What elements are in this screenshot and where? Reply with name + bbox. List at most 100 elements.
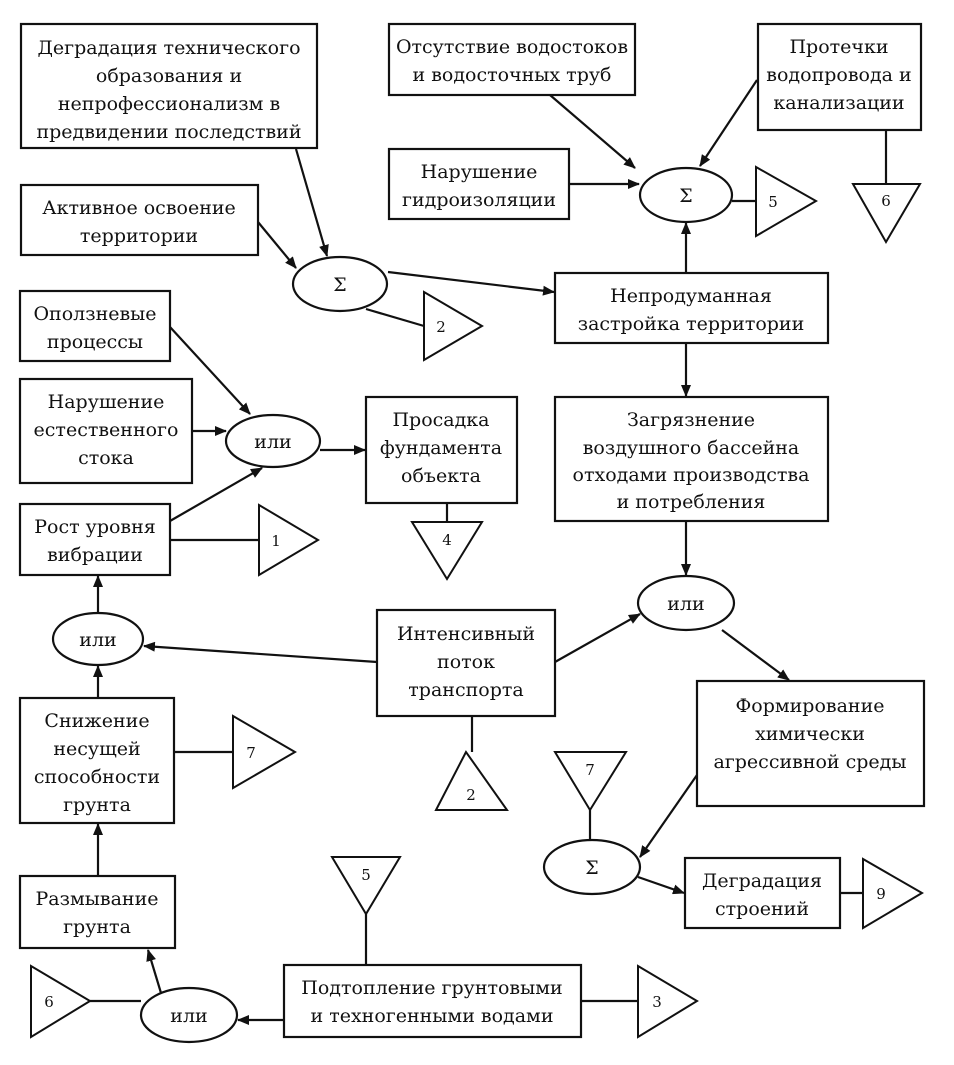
connector-9: 9 [862,857,924,930]
edge [699,79,758,167]
box-text: объекта [401,465,481,487]
gate-sum-top-right: Σ [638,166,734,224]
box-text: Деградация [702,870,822,892]
connector-label: 7 [585,761,595,779]
sum-gate-label: Σ [679,185,692,207]
box-landslide: Оползневые процессы [18,289,172,363]
box-text: Рост уровня [34,516,156,538]
box-text: предвидении последствий [36,121,301,143]
box-text: процессы [47,331,143,353]
box-traffic: Интенсивный поток транспорта [375,608,557,718]
edge [554,613,641,663]
box-bearing-capacity: Снижение несущей способности грунта [18,696,176,825]
box-text: агрессивной среды [713,751,906,773]
edge [365,307,425,328]
box-text: несущей [53,738,140,760]
box-text: вибрации [47,544,143,566]
box-text: грунта [63,794,131,816]
edge [294,148,329,257]
box-text: Просадка [392,409,489,431]
box-text: Оползневые [33,303,156,325]
box-text: химически [755,723,865,745]
or-gate-label: или [254,431,291,453]
gate-sum-top-left: Σ [291,255,389,313]
box-soil-erosion: Размывание грунта [18,874,177,950]
box-text: естественного [34,419,179,441]
connector-label: 2 [466,786,476,804]
connector-label: 1 [271,532,281,550]
edge [143,641,378,664]
edge [637,875,685,895]
box-text: Нарушение [48,391,165,413]
connector-5-top: 5 [755,165,819,238]
connector-label: 6 [881,192,891,210]
box-text: непрофессионализм в [58,93,280,115]
edge [257,221,297,269]
box-text: канализации [773,92,904,114]
gate-or-bottom: или [139,986,239,1044]
connector-1: 1 [258,503,320,577]
edge [169,467,263,522]
connector-label: 7 [246,744,256,762]
connector-4: 4 [410,521,484,581]
box-text: гидроизоляции [402,189,556,211]
box-waterproofing: Нарушение гидроизоляции [387,147,571,221]
connector-label: 4 [442,531,452,549]
box-text: и потребления [617,491,766,513]
box-no-drains: Отсутствие водостоков и водосточных труб [387,22,637,97]
box-text: образования и [96,65,242,87]
box-text: Нарушение [421,161,538,183]
box-poor-development: Непродуманная застройка территории [553,271,830,345]
box-text: строений [715,898,809,920]
gate-sum-bottom: Σ [542,838,642,896]
box-building-degradation: Деградация строений [683,856,842,930]
edge [169,326,251,415]
box-text: застройка территории [578,313,805,335]
box-text: Активное освоение [42,197,236,219]
connector-6-top: 6 [851,183,922,244]
box-text: Загрязнение [627,409,755,431]
box-text: водопровода и [766,64,911,86]
box-text: Снижение [44,710,149,732]
box-air-pollution: Загрязнение воздушного бассейна отходами… [553,395,830,523]
box-chem-env: Формирование химически агрессивной среды [695,679,926,808]
edge [721,629,790,681]
edge [387,270,555,296]
box-subsidence: Просадка фундамента объекта [364,395,519,505]
box-text: Деградация технического [37,37,300,59]
box-text: Интенсивный [397,623,535,645]
connector-3: 3 [637,964,699,1039]
or-gate-label: или [79,629,116,651]
box-text: способности [34,766,160,788]
connector-label: 6 [44,993,54,1011]
gate-or-left: или [51,611,145,667]
box-text: Отсутствие водостоков [396,36,628,58]
box-text: и техногенными водами [310,1005,553,1027]
gate-or-subsidence: или [224,413,322,469]
box-text: и водосточных труб [413,64,612,86]
connector-6-bottom: 6 [30,964,92,1039]
connector-7-mid: 7 [232,714,297,790]
box-text: Протечки [789,36,888,58]
box-text: отходами производства [573,464,810,486]
gate-or-right: или [636,574,736,632]
box-active-development: Активное освоение территории [19,183,260,257]
sum-gate-label: Σ [585,857,598,879]
sum-gate-label: Σ [333,274,346,296]
connector-5-bottom: 5 [330,856,402,916]
box-text: транспорта [408,679,523,701]
edge [639,774,698,858]
box-text: Подтопление грунтовыми [301,977,562,999]
box-flooding: Подтопление грунтовыми и техногенными во… [282,963,583,1039]
box-text: грунта [63,916,131,938]
connector-2-top: 2 [423,290,484,362]
box-text: воздушного бассейна [583,437,800,459]
box-text: Формирование [735,695,884,717]
edge [146,949,163,994]
box-text: территории [80,225,198,247]
box-text: стока [78,447,134,469]
connector-7-right: 7 [553,751,628,812]
connector-label: 2 [436,318,446,336]
edges [90,79,888,1025]
